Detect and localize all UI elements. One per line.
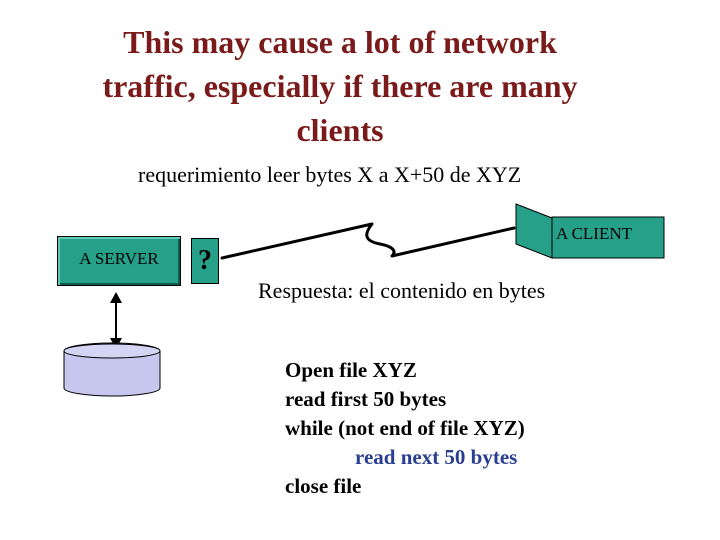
database-cylinder-top [63,343,161,359]
question-node: ? [191,238,219,284]
client-terminal-body [515,203,553,259]
title-line: traffic, especially if there are many [102,68,578,104]
disk-arrow-head-up [110,292,122,303]
title-line: clients [296,112,384,148]
server-label: A SERVER [79,249,159,268]
pseudocode-block: Open file XYZ read first 50 bytes while … [285,356,525,501]
network-link [220,222,516,260]
question-mark: ? [198,245,212,276]
server-node: A SERVER [57,236,181,286]
code-line: close file [285,474,362,498]
client-label: A CLIENT [556,224,633,243]
slide-title: This may cause a lot of network traffic,… [40,20,640,152]
response-label: Respuesta: el contenido en bytes [258,278,546,303]
code-line: while (not end of file XYZ) [285,416,525,440]
code-line: Open file XYZ [285,358,417,382]
title-line: This may cause a lot of network [123,24,557,60]
code-line-loop-body: read next 50 bytes [355,445,518,469]
request-label: requerimiento leer bytes X a X+50 de XYZ [138,162,522,187]
client-terminal-screen [551,216,665,259]
code-line: read first 50 bytes [285,387,447,411]
